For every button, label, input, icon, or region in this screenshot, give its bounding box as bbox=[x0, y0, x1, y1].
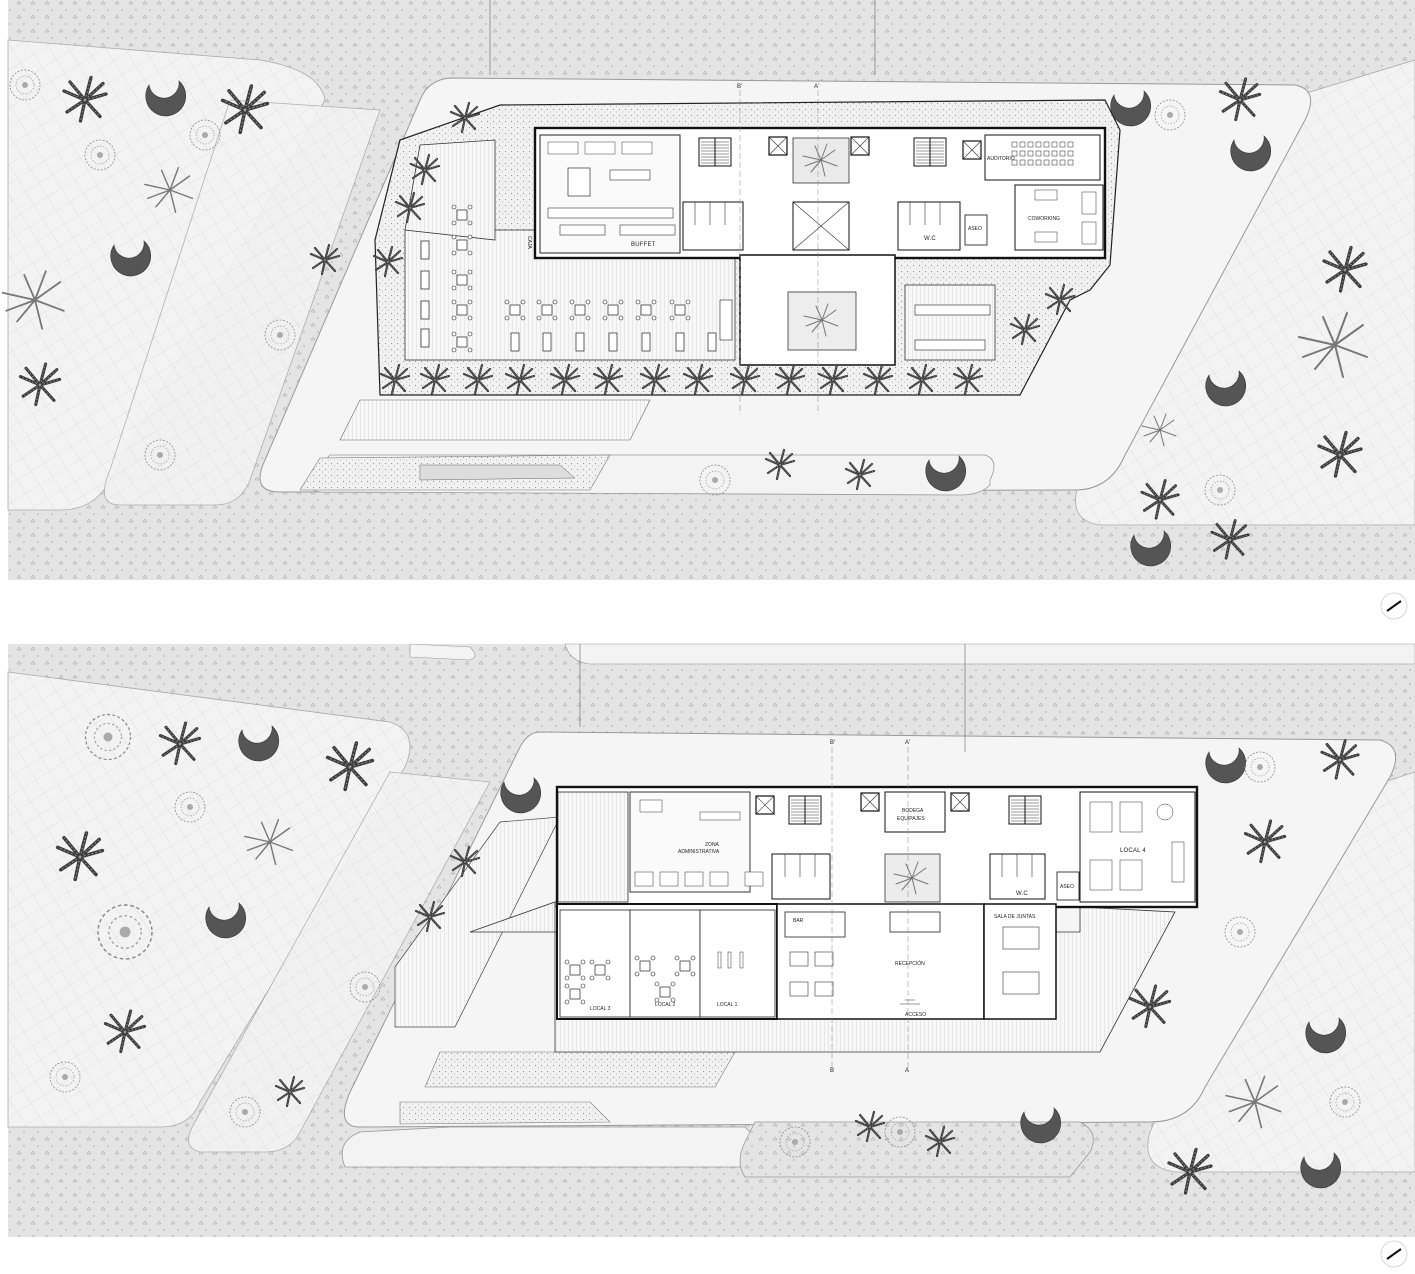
stair-east bbox=[913, 137, 947, 167]
admin-desks bbox=[634, 799, 764, 887]
upper-floor-plan: BUFFET CAJA W.C ASEO AUDITORIO COWORKING bbox=[0, 0, 1415, 620]
stair-east-lower bbox=[1008, 795, 1042, 825]
local1-label: LOCAL 1 bbox=[717, 1002, 738, 1008]
elevator-lower-1 bbox=[755, 795, 775, 815]
right-parcel-lower bbox=[1147, 771, 1415, 1173]
local3-label: LOCAL 3 bbox=[590, 1006, 611, 1012]
stair-west bbox=[698, 137, 732, 167]
locales-furniture bbox=[564, 951, 744, 1005]
north-arrow-icon-lower bbox=[1380, 1240, 1408, 1268]
sala-juntas-block bbox=[983, 903, 1057, 1020]
section-mark-a-prime: A' bbox=[814, 84, 820, 90]
bar-counter bbox=[784, 911, 846, 938]
bar-label: BAR bbox=[793, 918, 804, 924]
section-mark-b-prime-lower: B' bbox=[830, 740, 836, 746]
bar-tables bbox=[789, 951, 834, 997]
sala-tables bbox=[1002, 926, 1040, 995]
terrace-deck-left bbox=[404, 139, 496, 241]
left-parcel-lower-mid bbox=[188, 771, 491, 1153]
caja-label: CAJA bbox=[526, 236, 532, 249]
ramp-stairs bbox=[339, 399, 651, 441]
median-lower bbox=[341, 1126, 761, 1168]
equipajes-label: EQUIPAJES bbox=[897, 816, 925, 822]
wc-west-lower bbox=[771, 853, 831, 900]
section-mark-b-lower: B bbox=[830, 1068, 834, 1074]
local-3-room bbox=[559, 909, 631, 1018]
wc-east bbox=[897, 201, 961, 251]
local-1-room bbox=[699, 909, 776, 1018]
bodega-room bbox=[884, 791, 946, 833]
planter-zigzag-lower bbox=[399, 1101, 611, 1125]
elevator-3 bbox=[962, 140, 982, 160]
local2-label: LOCAL 2 bbox=[655, 1002, 676, 1008]
wc-east-lower bbox=[989, 853, 1046, 900]
coworking-label: COWORKING bbox=[1028, 216, 1060, 222]
ground-floor-plan: ZONA ADMINISTRATIVA BODEGA EQUIPAJES W.C… bbox=[0, 632, 1415, 1274]
bodega-label: BODEGA bbox=[902, 808, 924, 814]
planter-zigzag bbox=[419, 464, 576, 481]
wc-west bbox=[682, 201, 744, 251]
planter-strip-lower bbox=[424, 1051, 736, 1088]
section-mark-b-prime: B' bbox=[737, 84, 743, 90]
elevator-1 bbox=[768, 136, 788, 156]
section-mark-a-lower: A bbox=[905, 1068, 909, 1074]
acceso-label: ACCESO bbox=[905, 1012, 926, 1018]
aseo-label: ASEO bbox=[968, 226, 982, 232]
stair-west-lower bbox=[788, 795, 822, 825]
recepcion-label: RECEPCIÓN bbox=[895, 960, 925, 967]
buffet-label: BUFFET bbox=[631, 242, 656, 248]
reception-desk bbox=[889, 911, 941, 933]
auditorio-label: AUDITORIO bbox=[987, 156, 1015, 162]
aseo-room-lower bbox=[1056, 871, 1080, 901]
local4-furniture bbox=[1089, 801, 1185, 891]
local4-label: LOCAL 4 bbox=[1120, 848, 1146, 854]
wc-label-lower: W.C bbox=[1016, 891, 1028, 897]
aseo-room bbox=[964, 214, 988, 246]
terrace-tables bbox=[420, 204, 991, 353]
median-planter-lower bbox=[739, 1121, 1094, 1178]
wc-label: W.C bbox=[924, 236, 936, 242]
left-parcel-mid bbox=[103, 99, 381, 506]
zona-label: ZONA bbox=[705, 842, 720, 848]
auditorio-room bbox=[984, 134, 1101, 181]
right-parcel-edge bbox=[1286, 120, 1415, 480]
elevator-2 bbox=[850, 136, 870, 156]
west-stair-deck bbox=[557, 791, 629, 903]
sala-label: SALA DE JUNTAS bbox=[994, 914, 1036, 920]
aseo-label-lower: ASEO bbox=[1060, 884, 1074, 890]
left-parcel-lower bbox=[7, 671, 411, 1128]
north-arrow-icon bbox=[1380, 592, 1408, 620]
section-mark-a-prime-lower: A' bbox=[905, 740, 911, 746]
elevator-lower-3 bbox=[950, 792, 970, 812]
administrativa-label: ADMINISTRATIVA bbox=[678, 849, 720, 855]
elevator-lower-2 bbox=[860, 792, 880, 812]
auditorio-seating bbox=[1011, 141, 1074, 166]
